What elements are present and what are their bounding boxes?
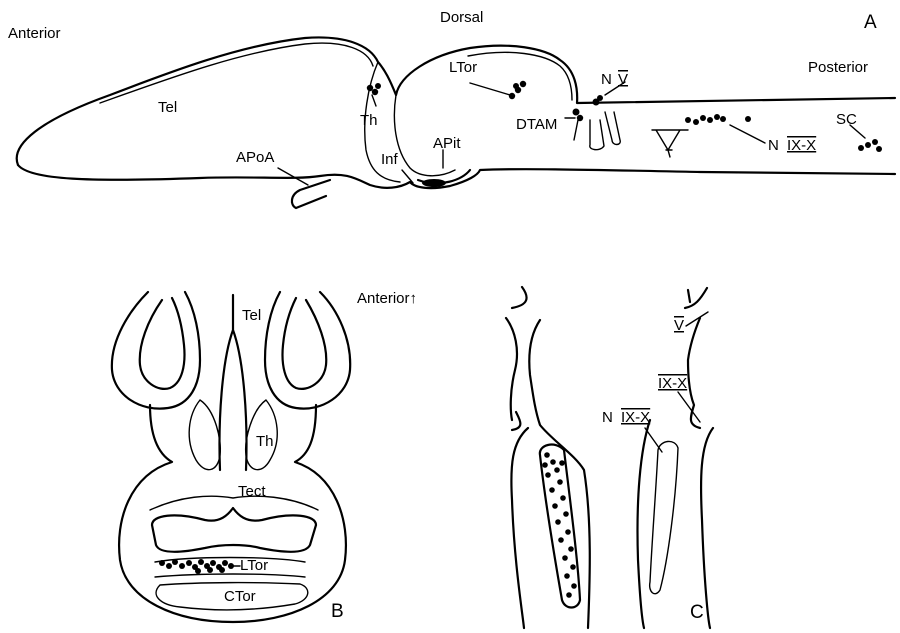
label-anterior: Anterior	[8, 25, 61, 42]
leader-inf	[402, 170, 413, 183]
label-posterior: Posterior	[808, 59, 868, 76]
label-b-th: Th	[256, 433, 274, 450]
label-ltor: LTor	[449, 59, 477, 76]
leader-nixx	[730, 125, 765, 143]
label-apit: APit	[433, 135, 461, 152]
thalamus-left	[189, 400, 220, 470]
tectum-inner-line	[468, 52, 572, 100]
labeled-cells-panel-c	[542, 452, 577, 598]
leader-c-nixx	[645, 428, 662, 452]
label-sc: SC	[836, 111, 857, 128]
brain-outline-ventral	[18, 165, 895, 188]
nucleus-ixx-outline-right	[650, 441, 678, 593]
labeled-cells-panel-b	[159, 559, 234, 574]
brainstem-left-inner-curls	[512, 412, 520, 430]
label-nv-numeral: V	[618, 71, 628, 88]
cranial-root-1	[574, 120, 604, 150]
label-b-tel: Tel	[242, 307, 261, 324]
tel-lobe-left-inner	[140, 298, 185, 389]
label-dtam: DTAM	[516, 116, 557, 133]
label-b-anterior: Anterior↑	[357, 290, 417, 307]
label-dorsal: Dorsal	[440, 9, 483, 26]
label-c-v: V	[674, 317, 684, 334]
panel-b-letter: B	[331, 601, 344, 622]
tel-lobe-right-inner	[283, 298, 327, 389]
label-inf: Inf	[381, 151, 399, 168]
label-nv-prefix: N	[601, 71, 612, 88]
leader-ltor	[470, 83, 510, 95]
label-nixx-numeral: IX-X	[787, 137, 816, 154]
leader-c-ixx	[678, 392, 700, 422]
optic-nerve	[292, 180, 330, 208]
panel-b: Tel Th Tect LTor CTor Anterior↑ B	[112, 290, 417, 622]
panel-a: Anterior Dorsal Posterior A Tel Th APoA …	[8, 9, 895, 208]
brainstem-right-outline	[685, 288, 713, 628]
label-c-ixx: IX-X	[658, 375, 687, 392]
panel-c-letter: C	[690, 602, 704, 623]
glossopharyngeal-root	[652, 130, 688, 157]
nucleus-ixx-outline-left	[540, 445, 580, 608]
label-c-nixx-prefix: N	[602, 409, 613, 426]
tel-lobe-right-outer	[265, 292, 350, 409]
label-b-ctor: CTor	[224, 588, 256, 605]
leader-th	[372, 95, 376, 106]
label-c-nixx-numeral: IX-X	[621, 409, 650, 426]
panel-c: V IX-X N IX-X C	[506, 287, 713, 628]
label-nixx-prefix: N	[768, 137, 779, 154]
label-b-ltor: LTor	[240, 557, 268, 574]
cranial-root-2	[605, 112, 620, 145]
label-b-tect: Tect	[238, 483, 266, 500]
label-tel: Tel	[158, 99, 177, 116]
panel-a-letter: A	[864, 12, 877, 33]
label-th: Th	[360, 112, 378, 129]
brainstem-left-outline	[506, 287, 528, 628]
label-apoa: APoA	[236, 149, 274, 166]
ventricle	[152, 508, 316, 552]
brainstem-right-left-edge	[638, 420, 651, 628]
